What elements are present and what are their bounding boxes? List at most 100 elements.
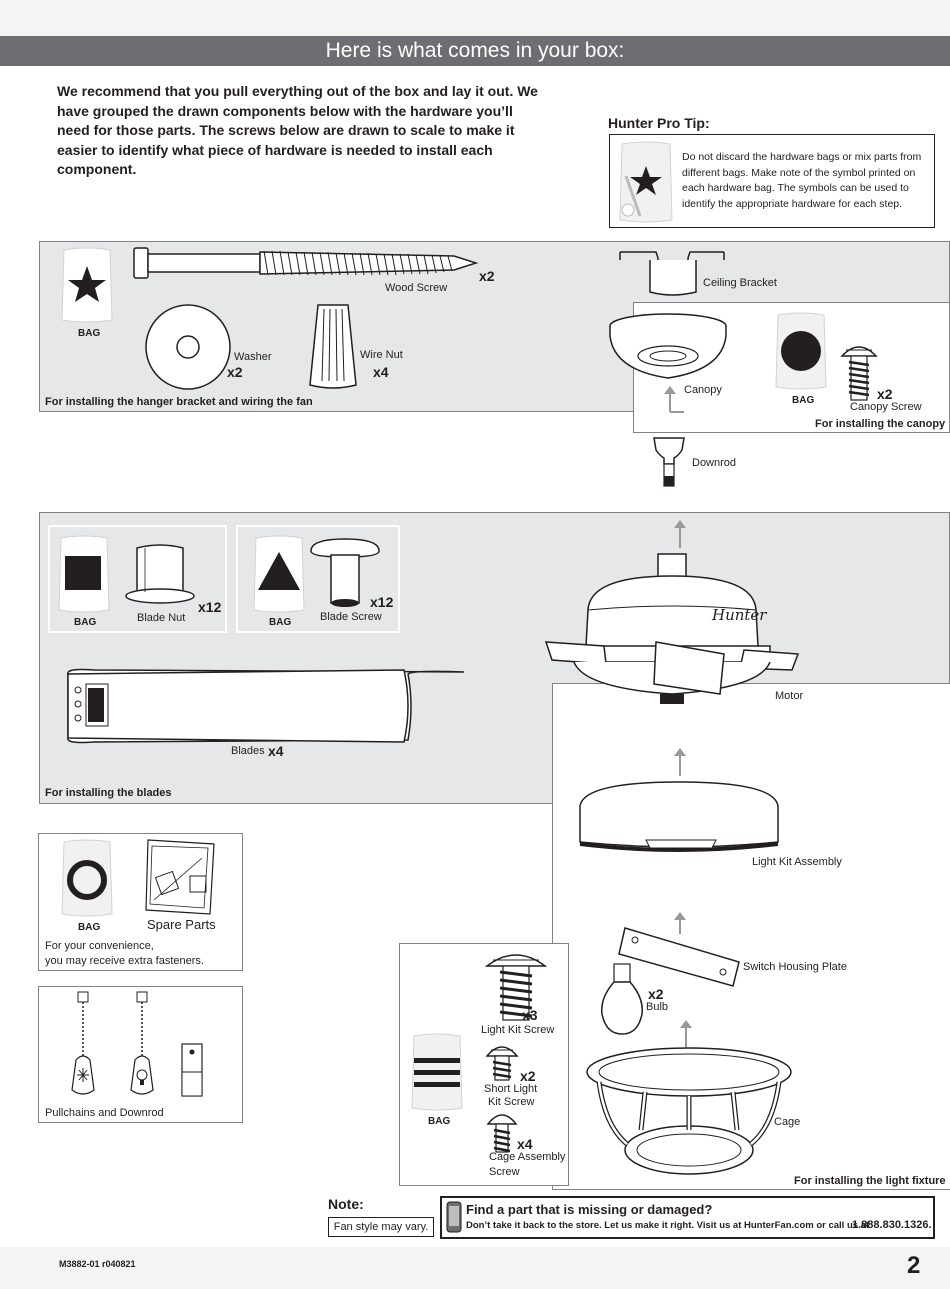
motor-drawing: Hunter — [544, 553, 800, 704]
blade-drawing — [67, 668, 465, 744]
washer-label: Washer — [234, 351, 272, 363]
bag-label: BAG — [792, 395, 815, 406]
blades-qty: x4 — [268, 743, 284, 759]
spare-parts-bag-drawing — [145, 839, 215, 915]
light-fixture-footer: For installing the light fixture — [794, 1175, 946, 1187]
spare-parts-note-2: you may receive extra fasteners. — [45, 955, 204, 967]
blades-footer: For installing the blades — [45, 787, 172, 799]
cage-assembly-screw-drawing — [486, 1114, 518, 1153]
page-header: Here is what comes in your box: — [0, 36, 950, 66]
wire-nut-drawing — [309, 304, 357, 389]
spare-parts-title: Spare Parts — [147, 917, 216, 932]
bulb-qty: x2 — [648, 986, 664, 1002]
light-kit-assembly-drawing — [579, 781, 779, 852]
pullchains-box — [38, 986, 243, 1123]
light-kit-assembly-label: Light Kit Assembly — [752, 856, 842, 868]
short-light-kit-screw-label-2: Kit Screw — [488, 1096, 535, 1108]
pro-tip-text: Do not discard the hardware bags or mix … — [682, 151, 922, 210]
cage-assembly-screw-qty: x4 — [517, 1136, 533, 1152]
downrod-label: Downrod — [692, 457, 737, 469]
top-band — [0, 0, 950, 36]
cage-label: Cage — [774, 1116, 801, 1128]
wood-screw-drawing — [133, 247, 479, 279]
pro-tip-box — [609, 134, 935, 228]
star-bag-icon — [619, 141, 673, 223]
bottom-band — [0, 1247, 950, 1289]
ring-bag-icon — [61, 839, 113, 917]
star-bag-icon — [61, 247, 113, 323]
bulb-label: Bulb — [646, 1001, 669, 1013]
arrow-icon — [680, 1020, 692, 1048]
blade-nut-box — [48, 525, 227, 633]
blade-nut-qty: x12 — [198, 599, 222, 615]
washer-qty: x2 — [227, 364, 243, 380]
ceiling-bracket-drawing — [619, 251, 725, 296]
pullchains-label: Pullchains and Downrod — [45, 1107, 164, 1119]
cage-assembly-screw-label-1: Cage Assembly — [489, 1151, 566, 1163]
blade-screw-drawing — [310, 538, 380, 607]
bag-label: BAG — [269, 617, 292, 628]
short-light-kit-screw-label-1: Short Light — [484, 1083, 538, 1095]
square-bag-icon — [58, 535, 110, 613]
bag-label: BAG — [74, 617, 97, 628]
phone-icon — [446, 1201, 462, 1233]
triangle-bag-icon — [253, 535, 305, 613]
wood-screw-label: Wood Screw — [385, 282, 448, 294]
phone-number: 1.888.830.1326. — [852, 1219, 932, 1231]
blade-nut-drawing — [125, 544, 195, 604]
bag-label: BAG — [78, 328, 101, 339]
downrod-drawing — [653, 437, 685, 487]
motor-logo-text: Hunter — [711, 606, 767, 624]
canopy-label: Canopy — [684, 384, 722, 396]
missing-part-box — [440, 1196, 935, 1239]
wire-nut-qty: x4 — [373, 364, 389, 380]
blade-screw-box — [236, 525, 400, 633]
wood-screw-qty: x2 — [479, 268, 495, 284]
pro-tip-title: Hunter Pro Tip: — [608, 115, 710, 131]
page-number: 2 — [907, 1252, 921, 1279]
spare-parts-note-1: For your convenience, — [45, 940, 154, 952]
document-id: M3882-01 r040821 — [59, 1259, 136, 1269]
ceiling-bracket-label: Ceiling Bracket — [703, 277, 777, 289]
bulb-drawing — [601, 963, 643, 1035]
blade-screw-qty: x12 — [370, 594, 394, 610]
canopy-screw-label: Canopy Screw — [850, 401, 922, 413]
missing-part-title: Find a part that is missing or damaged? — [466, 1202, 713, 1217]
washer-drawing — [145, 304, 231, 390]
light-kit-screw-label: Light Kit Screw — [481, 1024, 555, 1036]
pullchain-fan-drawing — [71, 991, 95, 1095]
note-title: Note: — [328, 1196, 364, 1212]
hanger-footer: For installing the hanger bracket and wi… — [45, 396, 313, 408]
arrow-icon — [674, 520, 686, 548]
light-kit-screw-qty: x3 — [522, 1007, 538, 1023]
light-kit-screw-drawing — [484, 954, 548, 1021]
bag-label: BAG — [78, 922, 101, 933]
canopy-drawing — [609, 313, 727, 379]
cage-assembly-screw-label-2: Screw — [489, 1166, 520, 1178]
missing-part-text: Don’t take it back to the store. Let us … — [466, 1220, 870, 1231]
arrow-icon — [674, 912, 686, 934]
arrow-icon — [664, 386, 684, 413]
note-box: Fan style may vary. — [328, 1217, 434, 1237]
circle-bag-icon — [775, 312, 827, 390]
motor-label: Motor — [775, 690, 804, 702]
short-light-kit-screw-drawing — [485, 1046, 519, 1081]
switch-housing-plate-label: Switch Housing Plate — [743, 961, 847, 973]
canopy-screw-qty: x2 — [877, 386, 893, 402]
blade-nut-label: Blade Nut — [137, 612, 186, 624]
bars-bag-icon — [411, 1033, 463, 1111]
wire-nut-label: Wire Nut — [360, 349, 403, 361]
canopy-screw-drawing — [840, 346, 878, 401]
blades-label: Blades — [231, 745, 265, 757]
short-light-kit-screw-qty: x2 — [520, 1068, 536, 1084]
pullchain-light-drawing — [130, 991, 154, 1095]
canopy-footer: For installing the canopy — [815, 418, 946, 430]
downrod-pin-drawing — [181, 1043, 203, 1097]
arrow-icon — [674, 748, 686, 776]
light-fixture-box — [552, 683, 950, 1190]
cage-drawing — [586, 1047, 792, 1175]
bag-label: BAG — [428, 1116, 451, 1127]
blade-screw-label: Blade Screw — [320, 611, 382, 623]
intro-text: We recommend that you pull everything ou… — [57, 83, 538, 177]
switch-housing-plate-drawing — [618, 927, 740, 987]
